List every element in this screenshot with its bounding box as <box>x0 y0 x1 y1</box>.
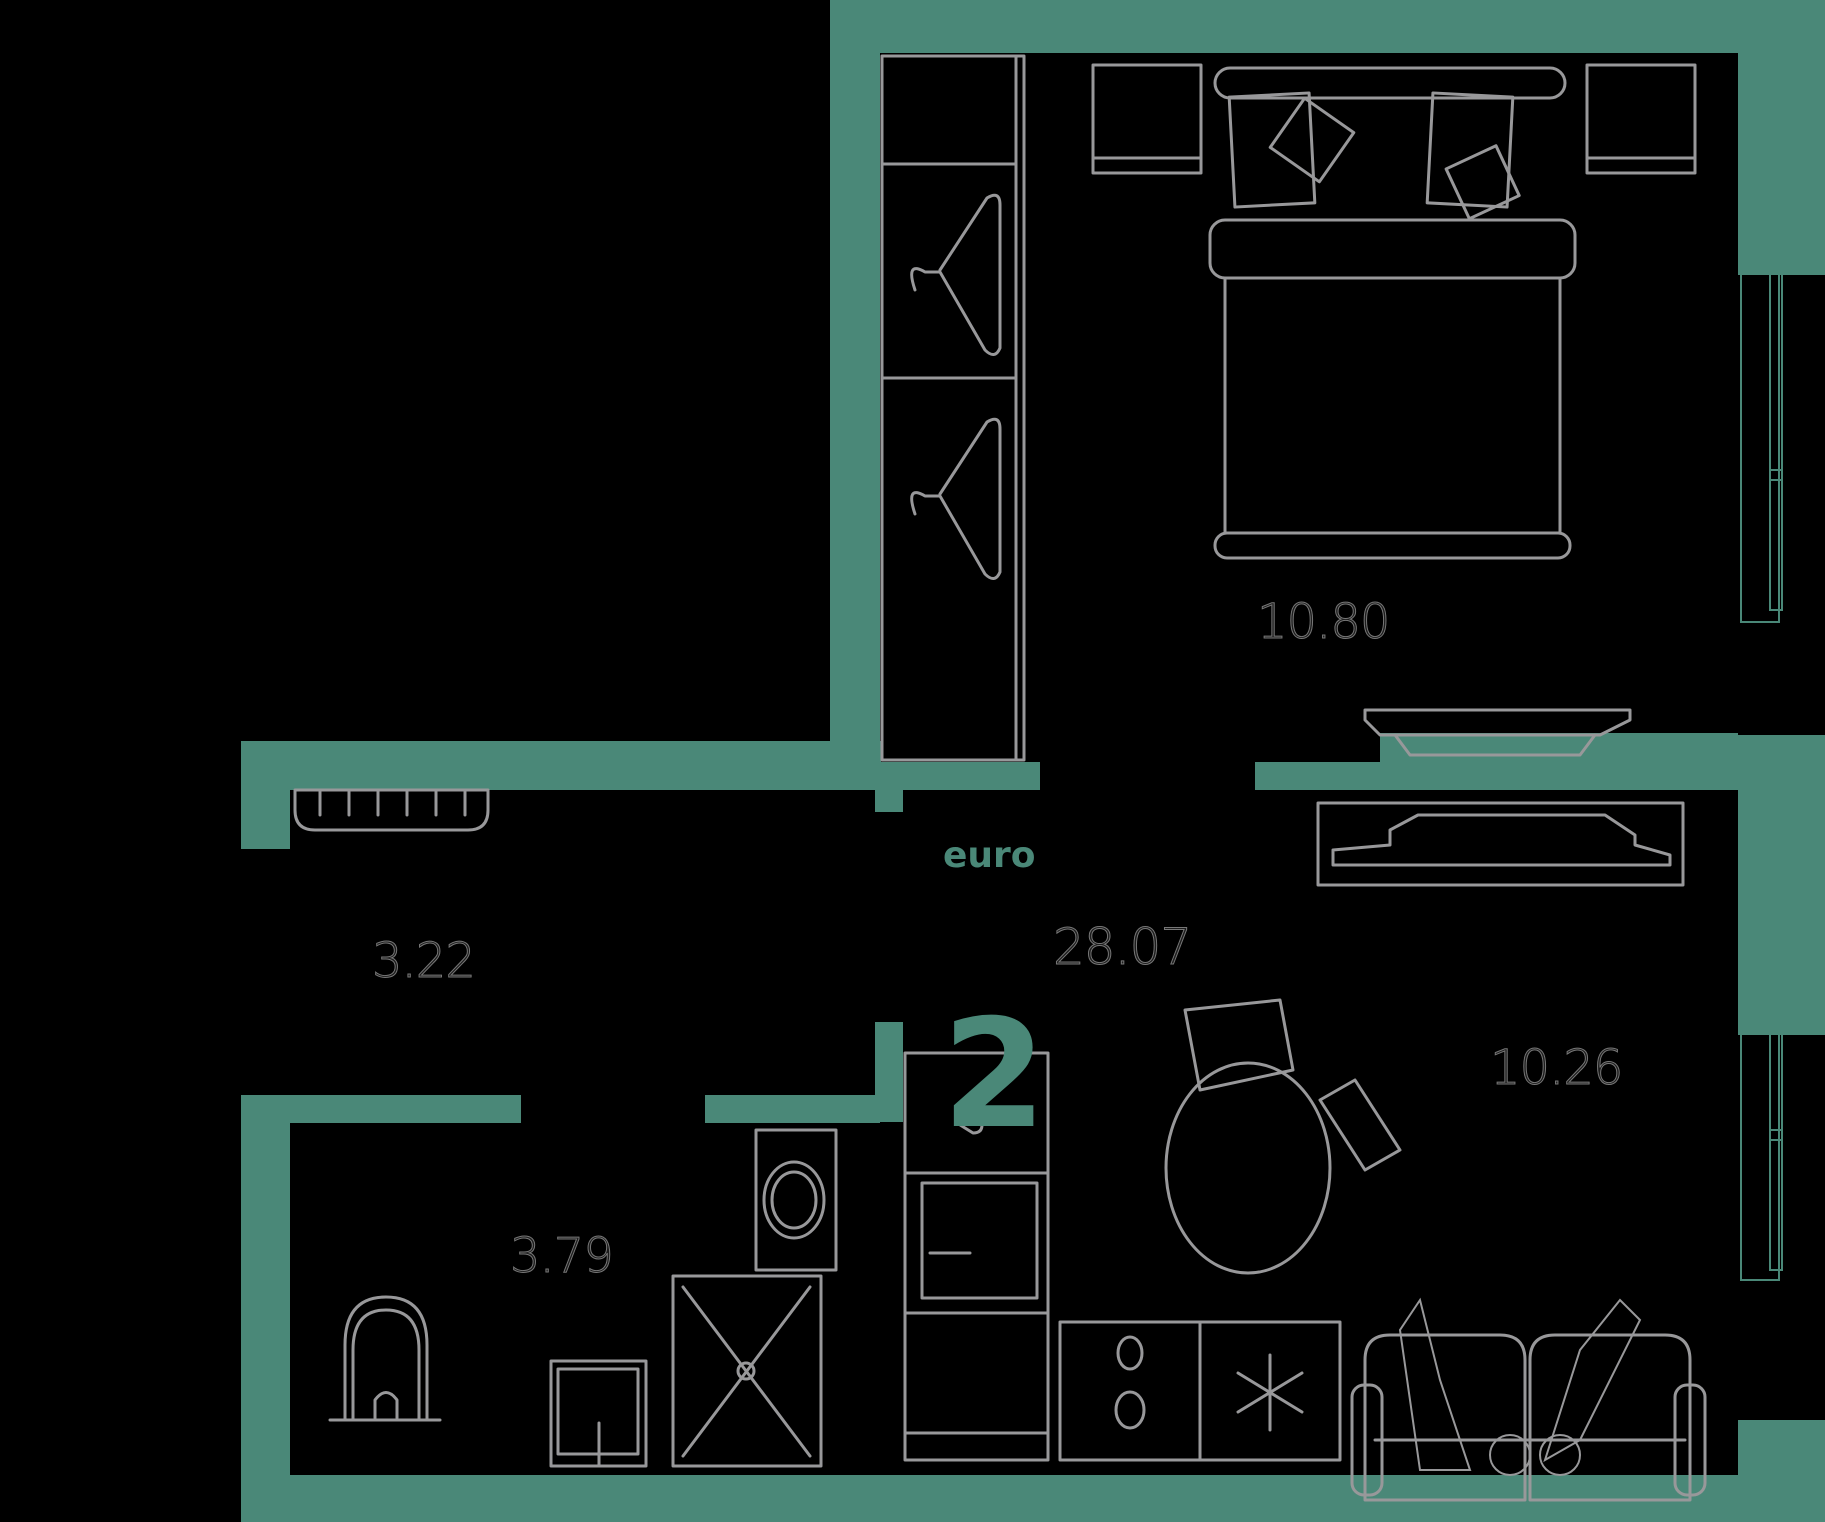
rooms-count: 2 <box>942 988 1047 1162</box>
sink <box>549 1359 648 1468</box>
toilet <box>328 1295 442 1422</box>
double-bed <box>1208 66 1577 560</box>
shower <box>671 1274 823 1468</box>
room-area-living: 10.26 <box>1489 1040 1623 1097</box>
tv-unit-bedroom <box>1363 708 1632 757</box>
tv-unit-living <box>1316 801 1685 887</box>
walls <box>241 0 1825 1522</box>
oven-cabinet <box>903 1311 1050 1462</box>
total-area: 28.07 <box>1052 918 1192 977</box>
chairs <box>1183 998 1402 1172</box>
sofa <box>1350 1333 1707 1502</box>
windows <box>1740 231 1783 1281</box>
washing-machine <box>754 1128 838 1272</box>
people-on-sofa <box>1398 1297 1642 1476</box>
wardrobe <box>880 54 1026 762</box>
series-label: euro <box>943 835 1036 876</box>
round-table <box>1164 1061 1332 1275</box>
fridge <box>903 1051 1050 1435</box>
room-area-bathroom: 3.79 <box>510 1228 615 1285</box>
room-area-bedroom: 10.80 <box>1256 594 1390 651</box>
radiator-hallway <box>293 788 490 832</box>
nightstand-right <box>1585 63 1697 175</box>
nightstand-left <box>1091 63 1203 175</box>
stove <box>1058 1320 1202 1462</box>
room-area-hallway: 3.22 <box>372 933 477 990</box>
freezer-cabinet <box>1198 1320 1342 1462</box>
